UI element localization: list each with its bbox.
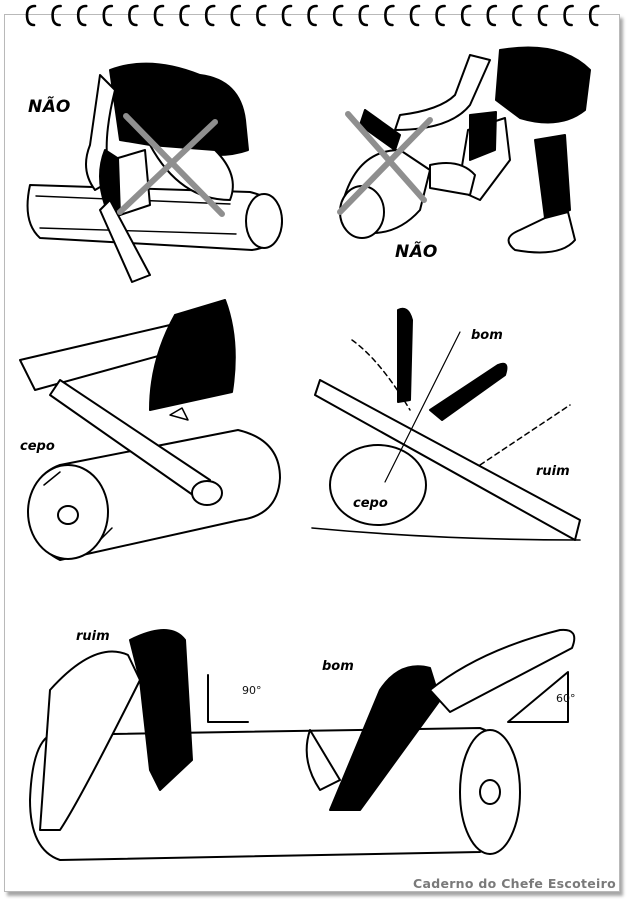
spiral-binding (25, 4, 600, 27)
spiral-ring (153, 4, 165, 27)
spiral-ring (307, 4, 318, 27)
watermark-caption: Caderno do Chefe Escoteiro (412, 876, 616, 891)
panel-top-left-drawing (26, 62, 283, 283)
spiral-ring (409, 4, 421, 27)
spiral-ring (102, 4, 114, 27)
spiral-ring (51, 4, 62, 27)
label-nao-top-left: NÃO (28, 97, 71, 117)
label-bom-bottom: bom (322, 659, 354, 674)
spiral-ring (179, 4, 190, 27)
label-ruim-bottom: ruim (76, 629, 110, 644)
label-bom-middle-right: bom (471, 328, 503, 343)
spiral-ring (25, 4, 37, 27)
label-cepo-middle-left: cepo (20, 439, 55, 454)
panel-middle-right-drawing (311, 307, 581, 541)
spiral-ring (563, 4, 574, 27)
spiral-ring (332, 4, 344, 27)
label-nao-top-right: NÃO (395, 242, 438, 262)
spiral-ring (435, 4, 446, 27)
panel-middle-left-drawing (19, 299, 281, 561)
cross-mark-top-right (337, 111, 433, 215)
spiral-ring (76, 4, 88, 27)
cross-mark-top-left (117, 113, 225, 217)
label-cepo-middle-right: cepo (353, 496, 388, 511)
spiral-ring (204, 4, 216, 27)
spiral-ring (281, 4, 293, 27)
spiral-ring (460, 4, 472, 27)
spiral-ring (128, 4, 139, 27)
spiral-ring (486, 4, 498, 27)
angle-60-label: 60° (556, 692, 576, 705)
panel-bottom-drawing (29, 628, 576, 861)
spiral-ring (384, 4, 395, 27)
spiral-ring (230, 4, 242, 27)
angle-90-label: 90° (242, 684, 262, 697)
spiral-ring (512, 4, 523, 27)
panel-top-right-drawing (339, 46, 591, 254)
label-ruim-middle-right: ruim (536, 464, 570, 479)
spiral-ring (588, 4, 600, 27)
spiral-ring (256, 4, 267, 27)
spiral-ring (537, 4, 549, 27)
spiral-ring (358, 4, 370, 27)
